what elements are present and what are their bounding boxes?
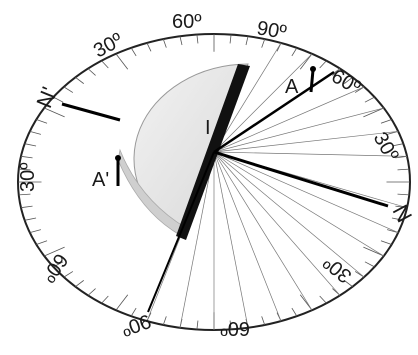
angle-ray — [213, 151, 249, 328]
incident-ray — [213, 70, 335, 154]
protractor-tick — [196, 320, 199, 330]
protractor-tick — [101, 295, 109, 304]
protractor-tick — [229, 320, 232, 330]
pin-a-prime — [115, 155, 121, 186]
protractor-tick — [380, 240, 392, 245]
protractor-tick — [87, 68, 96, 76]
angle-ray — [213, 53, 313, 153]
protractor-tick — [179, 36, 183, 46]
protractor-tick — [380, 119, 392, 124]
protractor-tick — [363, 107, 384, 118]
protractor-tick — [63, 86, 74, 93]
angle-ray — [213, 86, 365, 153]
normal-line-n-prime — [61, 102, 121, 122]
label-i: I — [205, 117, 211, 139]
protractor-tick — [299, 53, 313, 70]
label-a: A — [285, 76, 299, 98]
angle-ray — [213, 42, 282, 153]
angle-ray — [213, 131, 399, 153]
protractor-tick — [397, 193, 410, 196]
protractor-tick — [319, 60, 327, 69]
angle-ray — [213, 151, 365, 278]
protractor-tick — [364, 261, 375, 268]
protractor-tick — [261, 38, 266, 48]
protractor-tick — [29, 229, 41, 234]
protractor-tick — [20, 155, 33, 159]
angle-ray — [213, 151, 313, 311]
pin-a — [309, 66, 316, 93]
angle-ray — [213, 151, 341, 296]
protractor-tick — [36, 240, 48, 245]
protractor-tick — [391, 217, 404, 221]
protractor-tick — [344, 77, 353, 84]
degree-label-60-bottom: 60º — [220, 317, 250, 339]
refracted-ray-outgoing — [147, 151, 215, 313]
protractor-tick — [397, 168, 410, 171]
protractor-tick — [18, 168, 31, 171]
protractor-tick — [63, 271, 74, 278]
label-a-prime: A' — [92, 169, 109, 191]
protractor-tick — [196, 34, 199, 44]
protractor-tick — [101, 60, 109, 69]
protractor-tick — [20, 205, 33, 209]
protractor-tick — [53, 261, 64, 268]
protractor-tick — [44, 107, 65, 118]
protractor-tick — [146, 42, 152, 52]
normal-line-n — [213, 150, 389, 208]
protractor-tick — [391, 143, 404, 147]
protractor-tick — [115, 294, 129, 311]
protractor-tick — [245, 36, 249, 46]
degree-label-90-top: 90º — [255, 17, 289, 44]
protractor-tick — [261, 316, 266, 326]
protractor-tick — [364, 96, 375, 103]
protractor-tick — [29, 130, 41, 135]
protractor-tick — [229, 34, 232, 44]
protractor-tick — [75, 77, 84, 84]
protractor-tick — [24, 217, 37, 221]
angle-ray — [213, 151, 408, 157]
protractor-tick — [130, 47, 137, 57]
protractor-tick — [115, 53, 129, 70]
protractor-tick — [75, 280, 84, 287]
protractor-tick — [162, 38, 167, 48]
protractor-tick — [36, 119, 48, 124]
protractor-tick — [87, 288, 96, 296]
protractor-tick — [291, 307, 298, 317]
angle-ray — [213, 151, 384, 257]
protractor-tick — [291, 47, 298, 57]
protractor-tick — [24, 143, 37, 147]
angle-ray — [179, 151, 215, 328]
protractor-tick — [162, 316, 167, 326]
angle-ray — [213, 107, 384, 153]
protractor-tick — [130, 307, 137, 317]
protractor-tick — [53, 96, 64, 103]
protractor-tick — [363, 246, 384, 257]
protractor-tick — [344, 280, 353, 287]
degree-label-30-left: 30º — [17, 162, 39, 192]
glass-block-curved-side — [117, 148, 187, 236]
protractor-tick — [44, 246, 65, 257]
protractor-tick — [319, 295, 327, 304]
protractor-tick — [18, 193, 31, 196]
angle-ray — [213, 151, 282, 322]
angle-ray — [213, 151, 399, 233]
degree-label-60-top: 60º — [172, 11, 202, 33]
